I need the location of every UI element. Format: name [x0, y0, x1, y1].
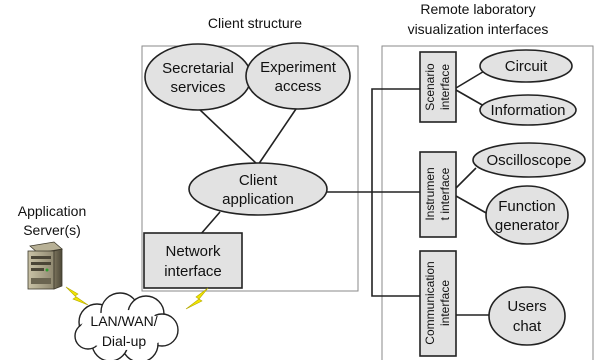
information-node — [479, 94, 577, 126]
instrument-label-line1: Instrumen — [423, 167, 437, 220]
line-branch-scenario — [371, 88, 420, 192]
function-label-line1: Function — [498, 198, 556, 215]
cloud-label-line1: LAN/WAN/ — [90, 313, 157, 329]
communication-label-line1: Communication — [423, 261, 437, 344]
scenario-label-line2: interface — [438, 64, 452, 110]
cloud-label-line2: Dial-up — [102, 333, 147, 349]
experiment-label-line2: access — [275, 78, 322, 95]
secretarial-label-line1: Secretarial — [162, 60, 234, 77]
instrument-interface-box — [419, 151, 457, 238]
line-app-to-network — [199, 211, 221, 236]
client-application-node — [188, 162, 328, 216]
connector-lines — [197, 69, 490, 316]
scenario-interface-box — [419, 51, 457, 123]
remote-lab-heading-line2: visualization interfaces — [408, 21, 549, 37]
network-label-line1: Network — [165, 243, 221, 260]
network-label-line2: interface — [164, 263, 222, 280]
remote-lab-heading-line1: Remote laboratory — [420, 1, 535, 17]
secretarial-label-line2: services — [170, 79, 225, 96]
line-scenario-to-information — [455, 89, 485, 107]
instrument-label-line2: t interface — [438, 167, 452, 220]
circuit-node — [479, 49, 573, 83]
line-instrument-to-oscilloscope — [455, 167, 477, 189]
client-app-label-line1: Client — [239, 172, 278, 189]
oscilloscope-node — [472, 142, 586, 178]
network-interface-node — [143, 232, 243, 289]
client-structure-heading: Client structure — [208, 15, 302, 31]
scenario-label-line1: Scenario — [423, 63, 437, 111]
circuit-label: Circuit — [505, 58, 548, 75]
lightning-bolt-right-icon — [185, 287, 209, 310]
function-label-line2: generator — [495, 217, 559, 234]
experiment-access-node — [245, 42, 351, 110]
server-label-line1: Application — [18, 203, 87, 219]
network-cloud-fill — [80, 310, 168, 350]
users-label-line2: chat — [513, 318, 542, 335]
line-branch-communication — [371, 192, 420, 297]
experiment-label-line1: Experiment — [260, 59, 337, 76]
secretarial-services-node — [144, 43, 252, 111]
users-chat-node — [488, 286, 566, 346]
client-app-label-line2: application — [222, 191, 294, 208]
communication-interface-box — [419, 250, 457, 357]
information-label: Information — [490, 102, 565, 119]
lightning-bolt-left-icon — [65, 286, 89, 306]
line-scenario-to-circuit — [455, 69, 487, 89]
server-icon — [27, 241, 63, 290]
oscilloscope-label: Oscilloscope — [486, 152, 571, 169]
server-label-line2: Server(s) — [23, 222, 81, 238]
line-secretarial-to-app — [197, 107, 259, 166]
communication-label-line2: interface — [438, 280, 452, 326]
function-generator-node — [485, 185, 569, 245]
users-label-line1: Users — [507, 298, 546, 315]
line-experiment-to-app — [257, 105, 299, 166]
line-instrument-to-function — [455, 195, 489, 215]
